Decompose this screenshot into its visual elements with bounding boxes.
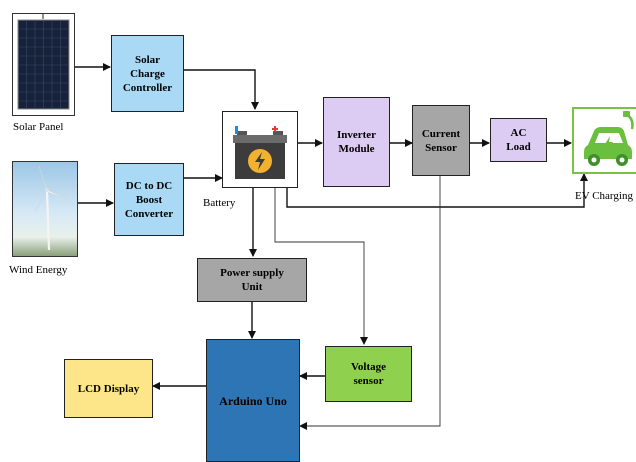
power-supply-unit-block: Power supply Unit (197, 258, 307, 302)
solar-panel-caption: Solar Panel (13, 121, 64, 133)
wind-turbine-image (12, 161, 78, 257)
arduino-uno-block: Arduino Uno (206, 339, 300, 462)
battery-image (222, 111, 298, 188)
battery-caption: Battery (203, 197, 236, 209)
inverter-module-block: Inverter Module (323, 97, 390, 187)
solar-charge-controller-block: Solar Charge Controller (111, 35, 184, 112)
solar-panel-image (12, 13, 75, 116)
battery-icon (233, 126, 287, 179)
ev-car-icon (584, 111, 634, 166)
ev-charging-caption: EV Charging (575, 190, 633, 202)
ev-charging-image (572, 107, 636, 174)
wind-energy-caption: Wind Energy (9, 264, 68, 276)
current-sensor-block: Current Sensor (412, 105, 470, 176)
ac-load-block: AC Load (490, 118, 547, 162)
voltage-sensor-block: Voltage sensor (325, 346, 412, 402)
lcd-display-block: LCD Display (64, 359, 153, 418)
dc-dc-boost-converter-block: DC to DC Boost Converter (114, 163, 184, 236)
